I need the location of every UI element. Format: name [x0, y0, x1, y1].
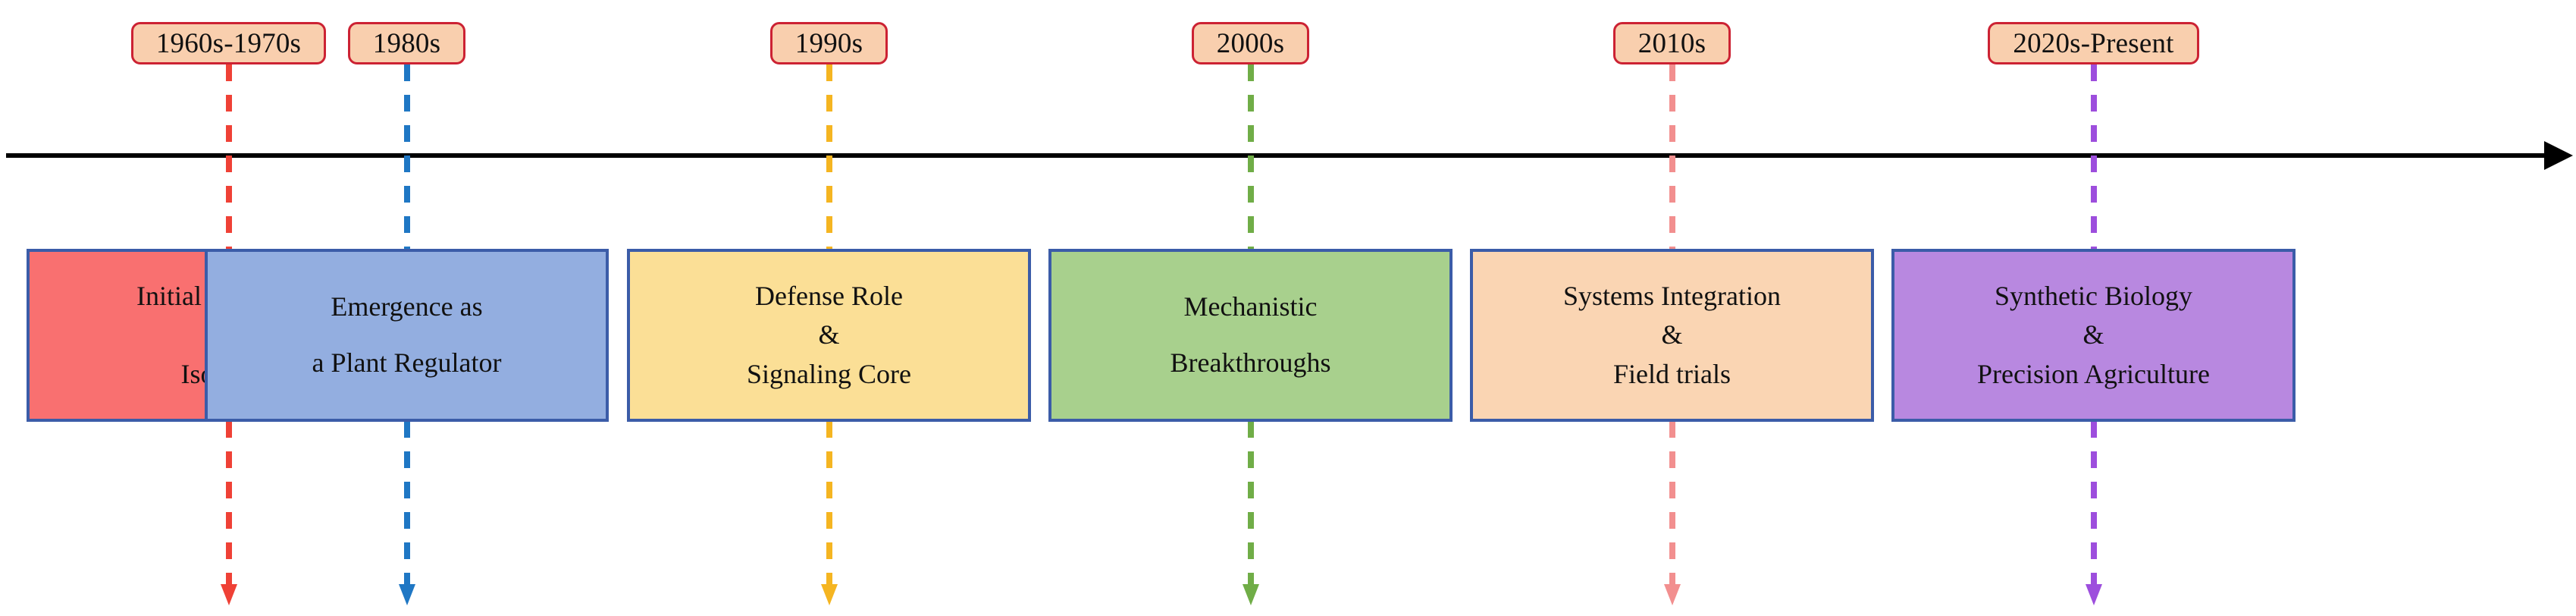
connector-lower-3	[826, 421, 832, 589]
era-pill-label: 1980s	[372, 27, 441, 59]
content-box-line: Signaling Core	[747, 358, 911, 389]
era-pill-5[interactable]: 2010s	[1612, 22, 1731, 64]
connector-lower-5	[1669, 421, 1675, 589]
content-box-line: Field trials	[1613, 358, 1731, 389]
connector-arrow-icon-1	[220, 584, 237, 605]
content-box-2[interactable]: Emergence as a Plant Regulator	[205, 249, 609, 422]
connector-arrow-icon-6	[2085, 584, 2102, 605]
content-box-line: Defense Role	[755, 281, 903, 312]
era-pill-4[interactable]: 2000s	[1191, 22, 1310, 64]
connector-arrow-icon-5	[1663, 584, 1681, 605]
connector-arrow-icon-3	[820, 584, 838, 605]
content-box-line: a Plant Regulator	[312, 347, 502, 378]
content-box-3[interactable]: Defense Role & Signaling Core	[627, 249, 1031, 422]
content-box-line: Precision Agriculture	[1977, 358, 2210, 389]
content-box-line: Mechanistic	[1183, 291, 1318, 322]
content-box-line: Emergence as	[331, 291, 483, 322]
era-pill-label: 2020s-Present	[2013, 27, 2174, 59]
era-pill-2[interactable]: 1980s	[347, 22, 466, 64]
connector-lower-4	[1247, 421, 1254, 589]
connector-upper-3	[826, 64, 832, 249]
content-box-line: Systems Integration	[1563, 281, 1781, 312]
connector-upper-1	[225, 64, 232, 249]
connector-upper-2	[403, 64, 410, 249]
content-box-5[interactable]: Systems Integration & Field trials	[1470, 249, 1874, 422]
era-pill-label: 1990s	[794, 27, 863, 59]
era-pill-label: 1960s-1970s	[155, 27, 302, 59]
era-pill-label: 2010s	[1637, 27, 1706, 59]
content-box-line: Breakthroughs	[1170, 347, 1331, 378]
connector-arrow-icon-2	[398, 584, 415, 605]
connector-upper-4	[1247, 64, 1254, 249]
connector-upper-6	[2090, 64, 2097, 249]
era-pill-1[interactable]: 1960s-1970s	[130, 22, 327, 64]
connector-lower-1	[225, 421, 232, 589]
content-box-6[interactable]: Synthetic Biology & Precision Agriculture	[1891, 249, 2296, 422]
era-pill-6[interactable]: 2020s-Present	[1988, 22, 2199, 64]
content-box-line: Synthetic Biology	[1995, 281, 2192, 312]
connector-lower-6	[2090, 421, 2097, 589]
era-pill-label: 2000s	[1216, 27, 1285, 59]
timeline-axis-arrow-icon	[2544, 141, 2573, 170]
connector-lower-2	[403, 421, 410, 589]
content-box-line: &	[1661, 319, 1683, 350]
timeline-axis-line	[6, 153, 2553, 158]
era-pill-3[interactable]: 1990s	[769, 22, 888, 64]
connector-upper-5	[1669, 64, 1675, 249]
content-box-line: &	[2082, 319, 2104, 350]
content-box-line: &	[818, 319, 840, 350]
connector-arrow-icon-4	[1242, 584, 1259, 605]
